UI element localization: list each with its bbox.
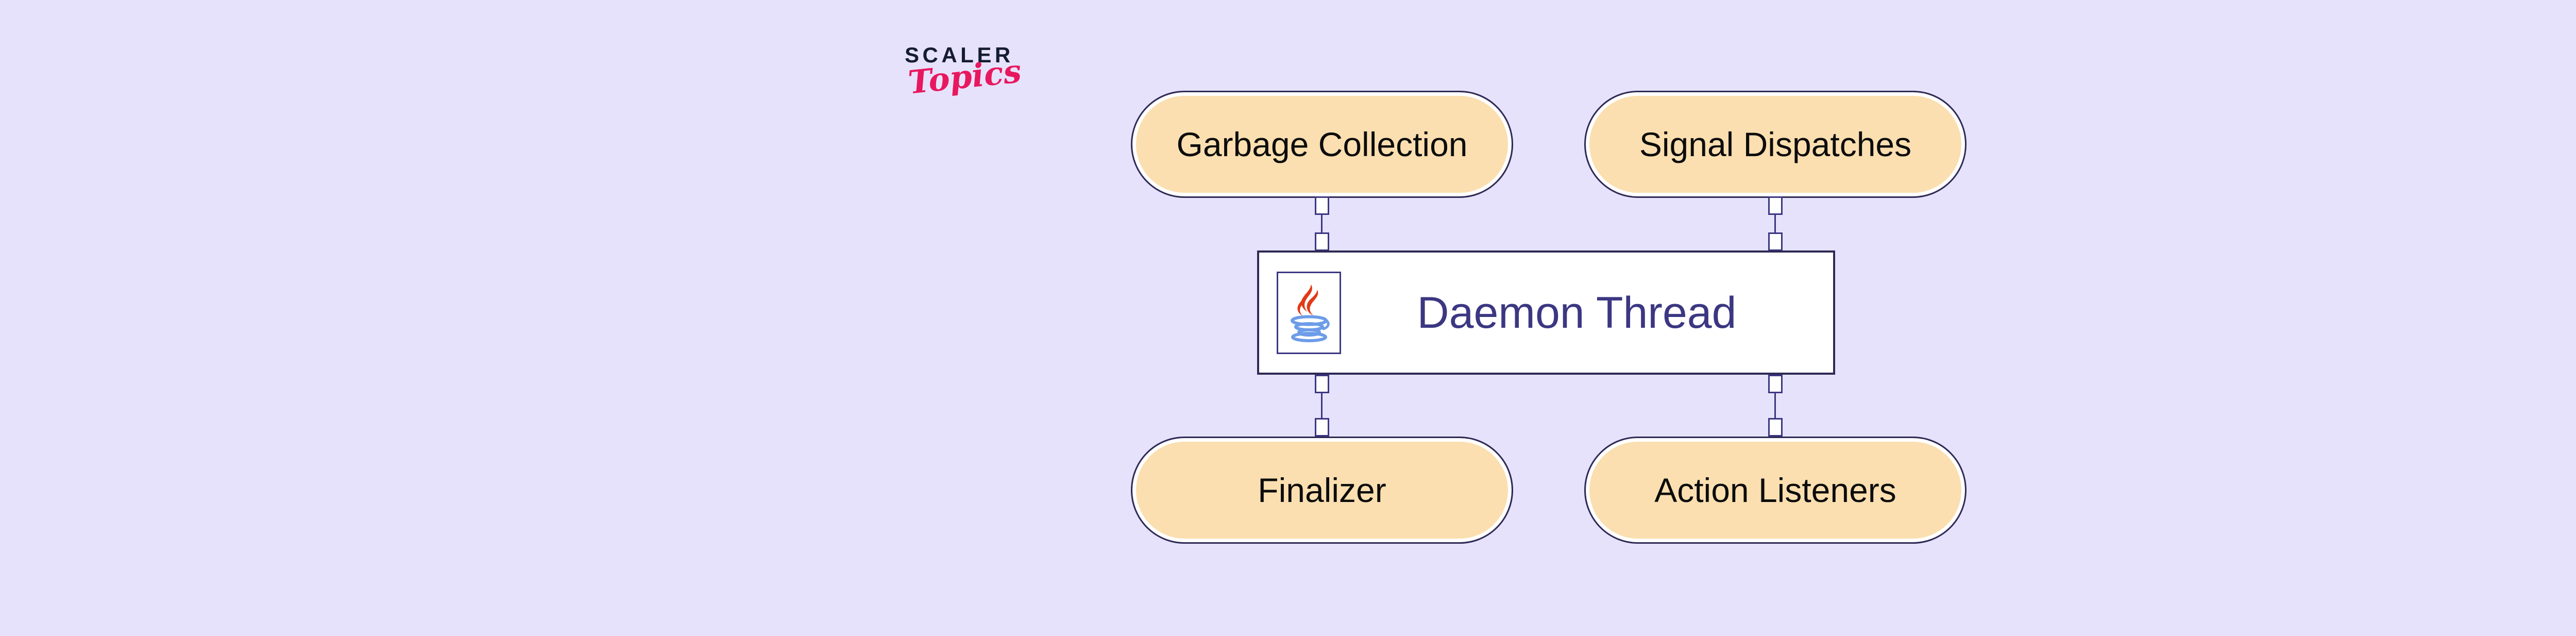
connector-line-finalizer [1321,392,1323,419]
node-fill: Garbage Collection [1136,96,1508,193]
node-label: Action Listeners [1654,471,1896,509]
node-garbage-collection[interactable]: Garbage Collection [1131,91,1513,198]
node-action-listeners[interactable]: Action Listeners [1584,437,1967,544]
connector-line-garbage-collection [1321,213,1323,233]
node-label: Signal Dispatches [1639,125,1912,163]
java-logo-badge [1277,271,1341,354]
node-fill: Signal Dispatches [1589,96,1961,193]
java-logo-icon [1284,282,1334,343]
connector-nub-garbage-collection-end [1315,232,1329,251]
node-daemon-thread[interactable]: Daemon Thread [1257,250,1835,375]
connector-nub-finalizer-start [1315,375,1329,393]
connector-nub-garbage-collection-start [1315,196,1329,215]
connector-nub-action-listeners-start [1768,375,1783,393]
node-finalizer[interactable]: Finalizer [1131,437,1513,544]
center-node-label: Daemon Thread [1417,288,1737,338]
connector-nub-signal-dispatches-end [1768,232,1783,251]
node-fill: Finalizer [1136,442,1508,539]
connector-nub-signal-dispatches-start [1768,196,1783,215]
brand-secondary-text: Topics [906,52,1023,102]
node-fill: Action Listeners [1589,442,1961,539]
brand-primary-text: SCALER [905,43,1014,67]
node-signal-dispatches[interactable]: Signal Dispatches [1584,91,1967,198]
connector-line-signal-dispatches [1774,213,1776,233]
node-label: Garbage Collection [1176,125,1468,163]
connector-nub-action-listeners-end [1768,418,1783,437]
connector-line-action-listeners [1774,392,1776,419]
node-label: Finalizer [1258,471,1386,509]
scaler-topics-logo: SCALER Topics [903,40,1047,128]
connector-nub-finalizer-end [1315,418,1329,437]
